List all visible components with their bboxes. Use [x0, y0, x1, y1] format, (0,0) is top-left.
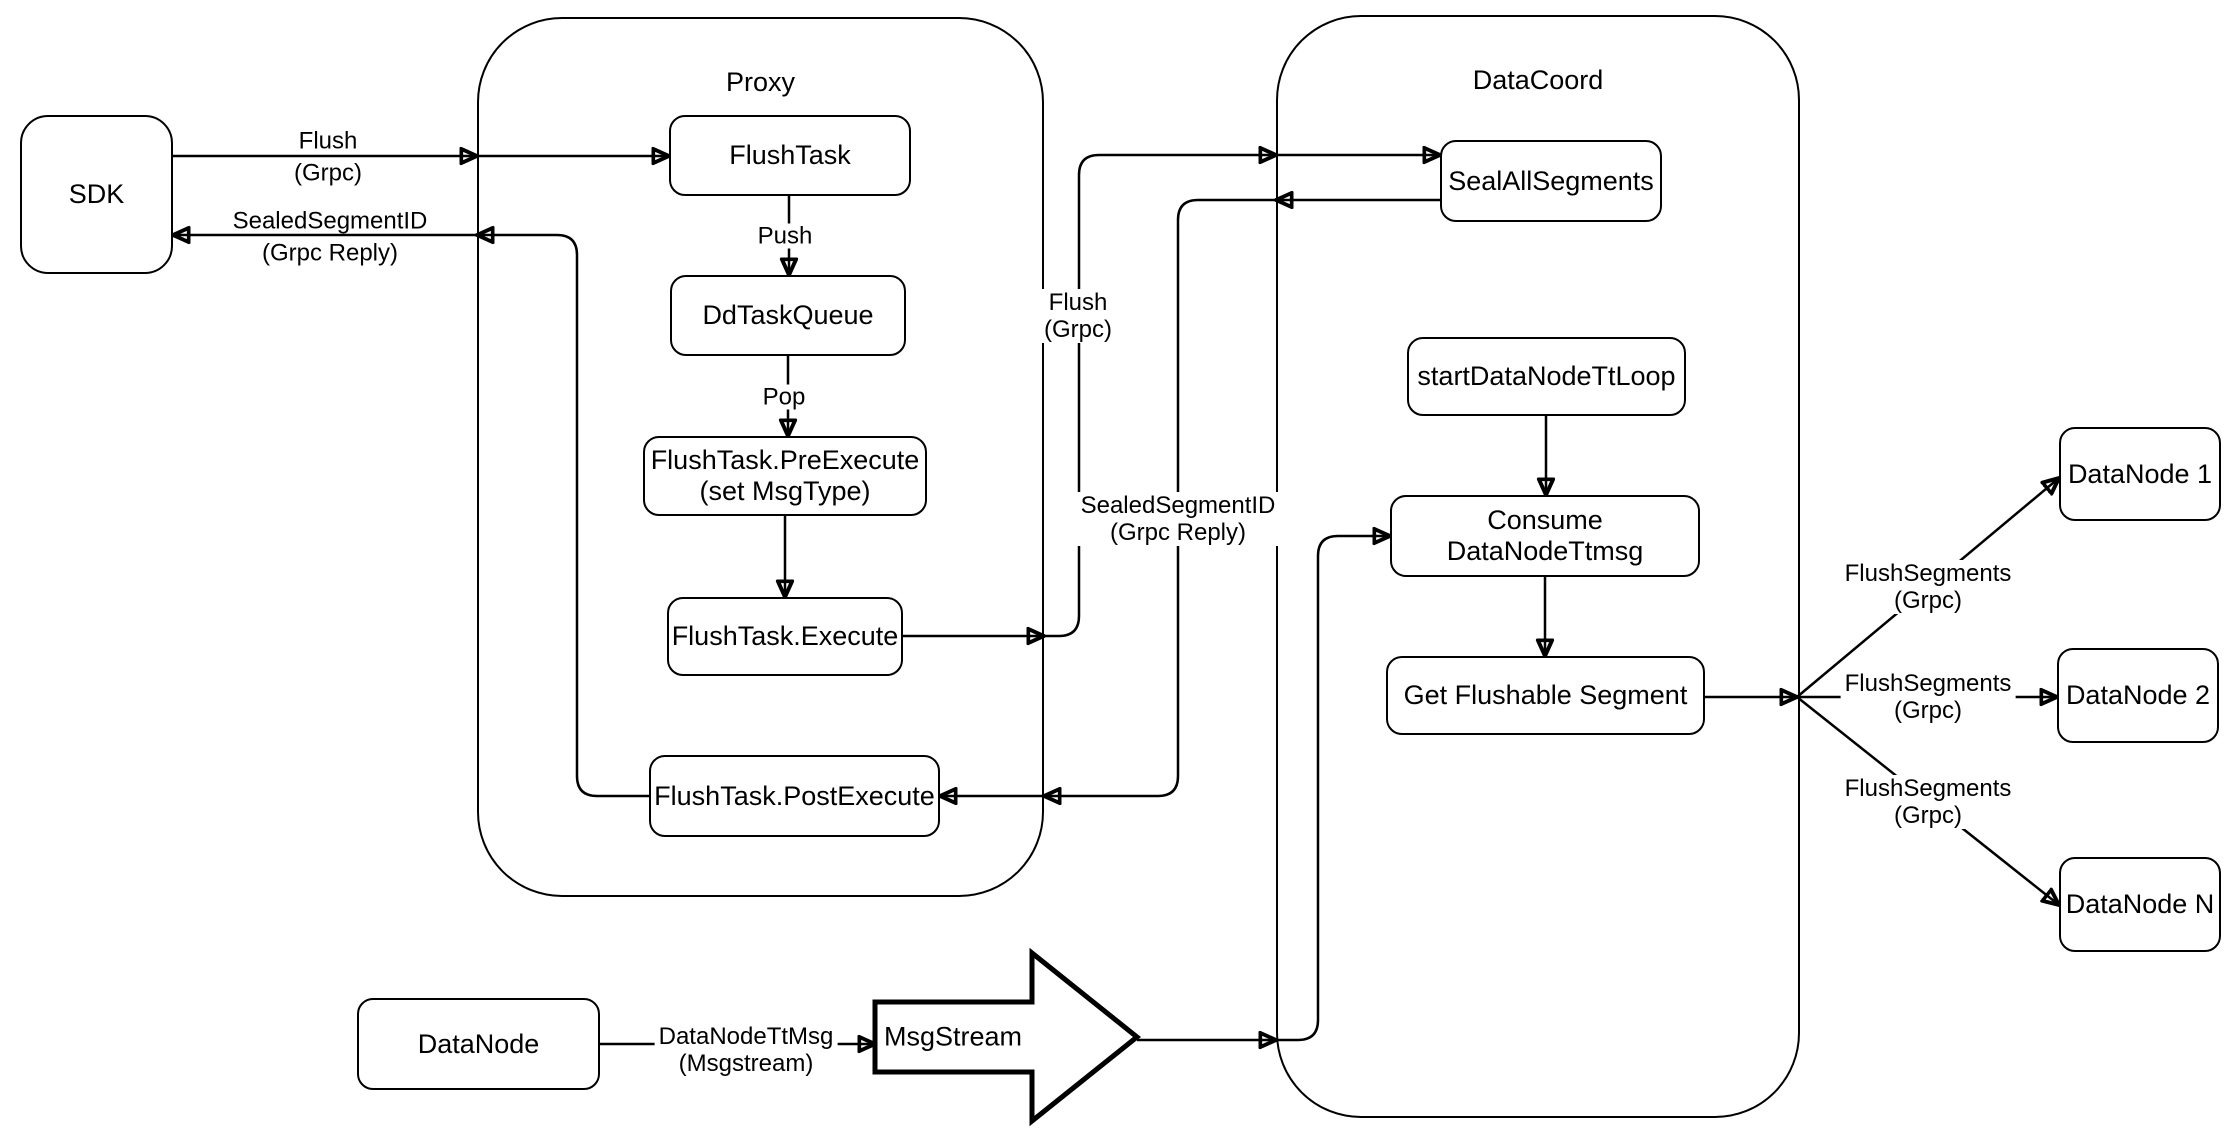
edge-label-line: (Msgstream) — [678, 1050, 814, 1077]
node-datanoden-label: DataNode N — [2065, 889, 2215, 919]
edge-label-pop: Pop — [758, 384, 810, 410]
edge-label-line: (Grpc) — [290, 160, 366, 186]
edge-label-line: (Grpc) — [1044, 316, 1112, 343]
edge-label-line: SealedSegmentID — [1080, 492, 1276, 519]
datacoord-container-label: DataCoord — [1472, 65, 1604, 95]
edge-label-push: Push — [753, 223, 817, 249]
edge-label-line: Pop — [758, 384, 810, 410]
edge-label-line: Flush — [1048, 289, 1108, 316]
node-datanode1: DataNode 1 — [2059, 427, 2221, 521]
node-preexecute-label-line1: FlushTask.PreExecute — [650, 445, 920, 475]
node-execute: FlushTask.Execute — [667, 597, 903, 676]
node-getflushablesegment-label: Get Flushable Segment — [1403, 680, 1688, 710]
edge-label-line: DataNodeTtMsg — [658, 1023, 834, 1050]
edge-label-flushsegments-1: FlushSegments (Grpc) — [1840, 560, 2016, 614]
edge-label-line: FlushSegments — [1844, 775, 2012, 802]
node-datanode-label: DataNode — [417, 1028, 540, 1059]
proxy-container-label: Proxy — [725, 67, 796, 97]
edge-label-flushsegments-2: FlushSegments (Grpc) — [1840, 670, 2016, 724]
edge-label-line: (Grpc Reply) — [1109, 519, 1247, 546]
node-consumedatanodettmsg: Consume DataNodeTtmsg — [1390, 495, 1700, 577]
edge-label-line: (Grpc Reply) — [257, 240, 403, 266]
node-consumedatanodettmsg-label: Consume DataNodeTtmsg — [1446, 505, 1644, 566]
edge-label-flushsegments-3: FlushSegments (Grpc) — [1840, 775, 2016, 829]
edge-label-datanodettmsg: DataNodeTtMsg (Msgstream) — [654, 1023, 838, 1077]
node-postexecute: FlushTask.PostExecute — [649, 755, 940, 837]
node-datanode: DataNode — [357, 998, 600, 1090]
edge-label-line: (Grpc) — [1894, 697, 1962, 724]
node-datanode2-label: DataNode 2 — [2065, 680, 2211, 710]
node-ddtaskqueue: DdTaskQueue — [670, 275, 906, 356]
edge-label-line: FlushSegments — [1844, 560, 2012, 587]
node-startdatanodettloop: startDataNodeTtLoop — [1407, 337, 1686, 416]
node-execute-label: FlushTask.Execute — [671, 621, 899, 651]
edge-label-line: (Grpc) — [1894, 587, 1962, 614]
node-preexecute-label-line2: (set MsgType) — [699, 476, 871, 506]
edge-label-line: (Grpc) — [1894, 802, 1962, 829]
edge-proxyedge-to-datacoordedge — [1044, 155, 1276, 638]
edge-label-line: SealedSegmentID — [228, 208, 432, 234]
edge-label-line: FlushSegments — [1844, 670, 2012, 697]
node-getflushablesegment: Get Flushable Segment — [1386, 656, 1705, 735]
node-flushtask: FlushTask — [669, 115, 911, 196]
edge-label-flush-grpc-sdk: Flush (Grpc) — [290, 128, 366, 186]
node-startdatanodettloop-label: startDataNodeTtLoop — [1417, 361, 1676, 391]
msgstream-label: MsgStream — [883, 1021, 1023, 1052]
node-preexecute: FlushTask.PreExecute (set MsgType) — [643, 436, 927, 516]
edge-label-line: Flush — [294, 128, 362, 154]
node-sdk: SDK — [20, 115, 173, 274]
edge-label-flush-grpc-mid: Flush (Grpc) — [1040, 289, 1116, 343]
node-datanode1-label: DataNode 1 — [2067, 458, 2213, 489]
edge-label-line: Push — [753, 223, 817, 249]
node-sdk-label: SDK — [68, 179, 125, 209]
node-flushtask-label: FlushTask — [729, 140, 851, 170]
node-datanoden: DataNode N — [2059, 857, 2221, 952]
node-ddtaskqueue-label: DdTaskQueue — [702, 300, 874, 330]
node-postexecute-label: FlushTask.PostExecute — [654, 780, 935, 811]
node-datanode2: DataNode 2 — [2057, 648, 2219, 743]
node-sealallsegments: SealAllSegments — [1440, 140, 1662, 222]
edge-label-sealedsegmentid-mid: SealedSegmentID (Grpc Reply) — [1076, 492, 1280, 546]
node-sealallsegments-label: SealAllSegments — [1448, 165, 1654, 196]
edge-label-sealedsegmentid-sdk: SealedSegmentID (Grpc Reply) — [228, 208, 432, 266]
